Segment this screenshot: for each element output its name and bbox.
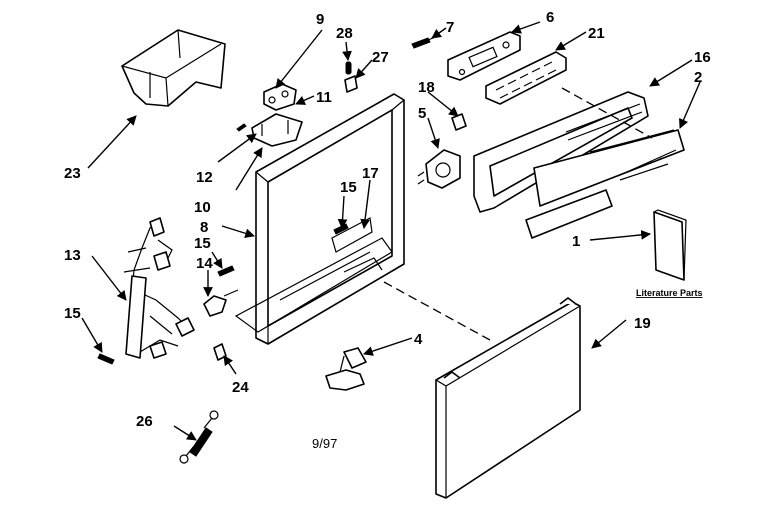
part-27-clip xyxy=(344,75,358,93)
callout-10: 10 xyxy=(194,199,211,216)
callout-2: 2 xyxy=(694,69,702,86)
part-26-door-spring xyxy=(179,410,219,464)
part-facade-strip xyxy=(525,189,613,239)
callout-23: 23 xyxy=(64,165,81,182)
assembly-line-console xyxy=(561,87,653,139)
date-code: 9/97 xyxy=(312,436,337,451)
part-17-panel xyxy=(331,217,373,253)
part-12-screw xyxy=(236,123,247,132)
callout-7: 7 xyxy=(446,19,454,36)
callout-11: 11 xyxy=(316,89,332,106)
part-10-switch-bracket xyxy=(251,113,303,147)
part-2-console-facade xyxy=(533,129,685,207)
callout-14: 14 xyxy=(196,255,213,272)
callout-9: 9 xyxy=(316,11,324,28)
assembly-line-frame-to-door xyxy=(383,281,491,341)
part-1-literature-booklet xyxy=(653,209,687,281)
part-9-door-switch xyxy=(263,83,297,111)
callout-12: 12 xyxy=(196,169,213,186)
callout-26: 26 xyxy=(136,413,153,430)
callout-6: 6 xyxy=(546,9,554,26)
part-6-control-panel xyxy=(447,31,521,81)
leader-lines xyxy=(81,21,701,441)
callout-15-lower: 15 xyxy=(64,305,81,322)
callout-4: 4 xyxy=(414,331,423,348)
part-28-spring xyxy=(345,61,352,75)
part-13-wire-harness xyxy=(123,217,195,359)
callout-17: 17 xyxy=(362,165,379,182)
callout-21: 21 xyxy=(588,25,605,42)
callout-16: 16 xyxy=(694,49,711,66)
callout-5: 5 xyxy=(418,105,426,122)
part-15-screw-mid xyxy=(217,265,235,277)
callout-15-mid: 15 xyxy=(194,235,211,252)
callout-24: 24 xyxy=(232,379,249,396)
part-4-hinge xyxy=(325,347,367,391)
callout-13: 13 xyxy=(64,247,81,264)
callout-28: 28 xyxy=(336,25,353,42)
part-18-knob xyxy=(451,113,467,131)
part-24-clip xyxy=(213,343,227,361)
part-14-latch xyxy=(203,289,239,317)
part-23-cover-shield xyxy=(121,29,226,107)
part-19-outer-door-panel xyxy=(435,297,581,499)
callout-1: 1 xyxy=(572,233,580,250)
callout-19: 19 xyxy=(634,315,651,332)
callout-15-upper: 15 xyxy=(340,179,357,196)
part-5-selector-switch xyxy=(417,149,461,189)
part-15-screw-lower xyxy=(97,353,115,365)
part-8-inner-door-frame xyxy=(234,93,405,345)
literature-parts-label: Literature Parts xyxy=(636,288,703,298)
callout-27: 27 xyxy=(372,49,389,66)
callout-8: 8 xyxy=(200,219,208,236)
part-21-button-strip xyxy=(485,51,567,105)
part-7-screw xyxy=(411,35,439,49)
callout-18: 18 xyxy=(418,79,435,96)
